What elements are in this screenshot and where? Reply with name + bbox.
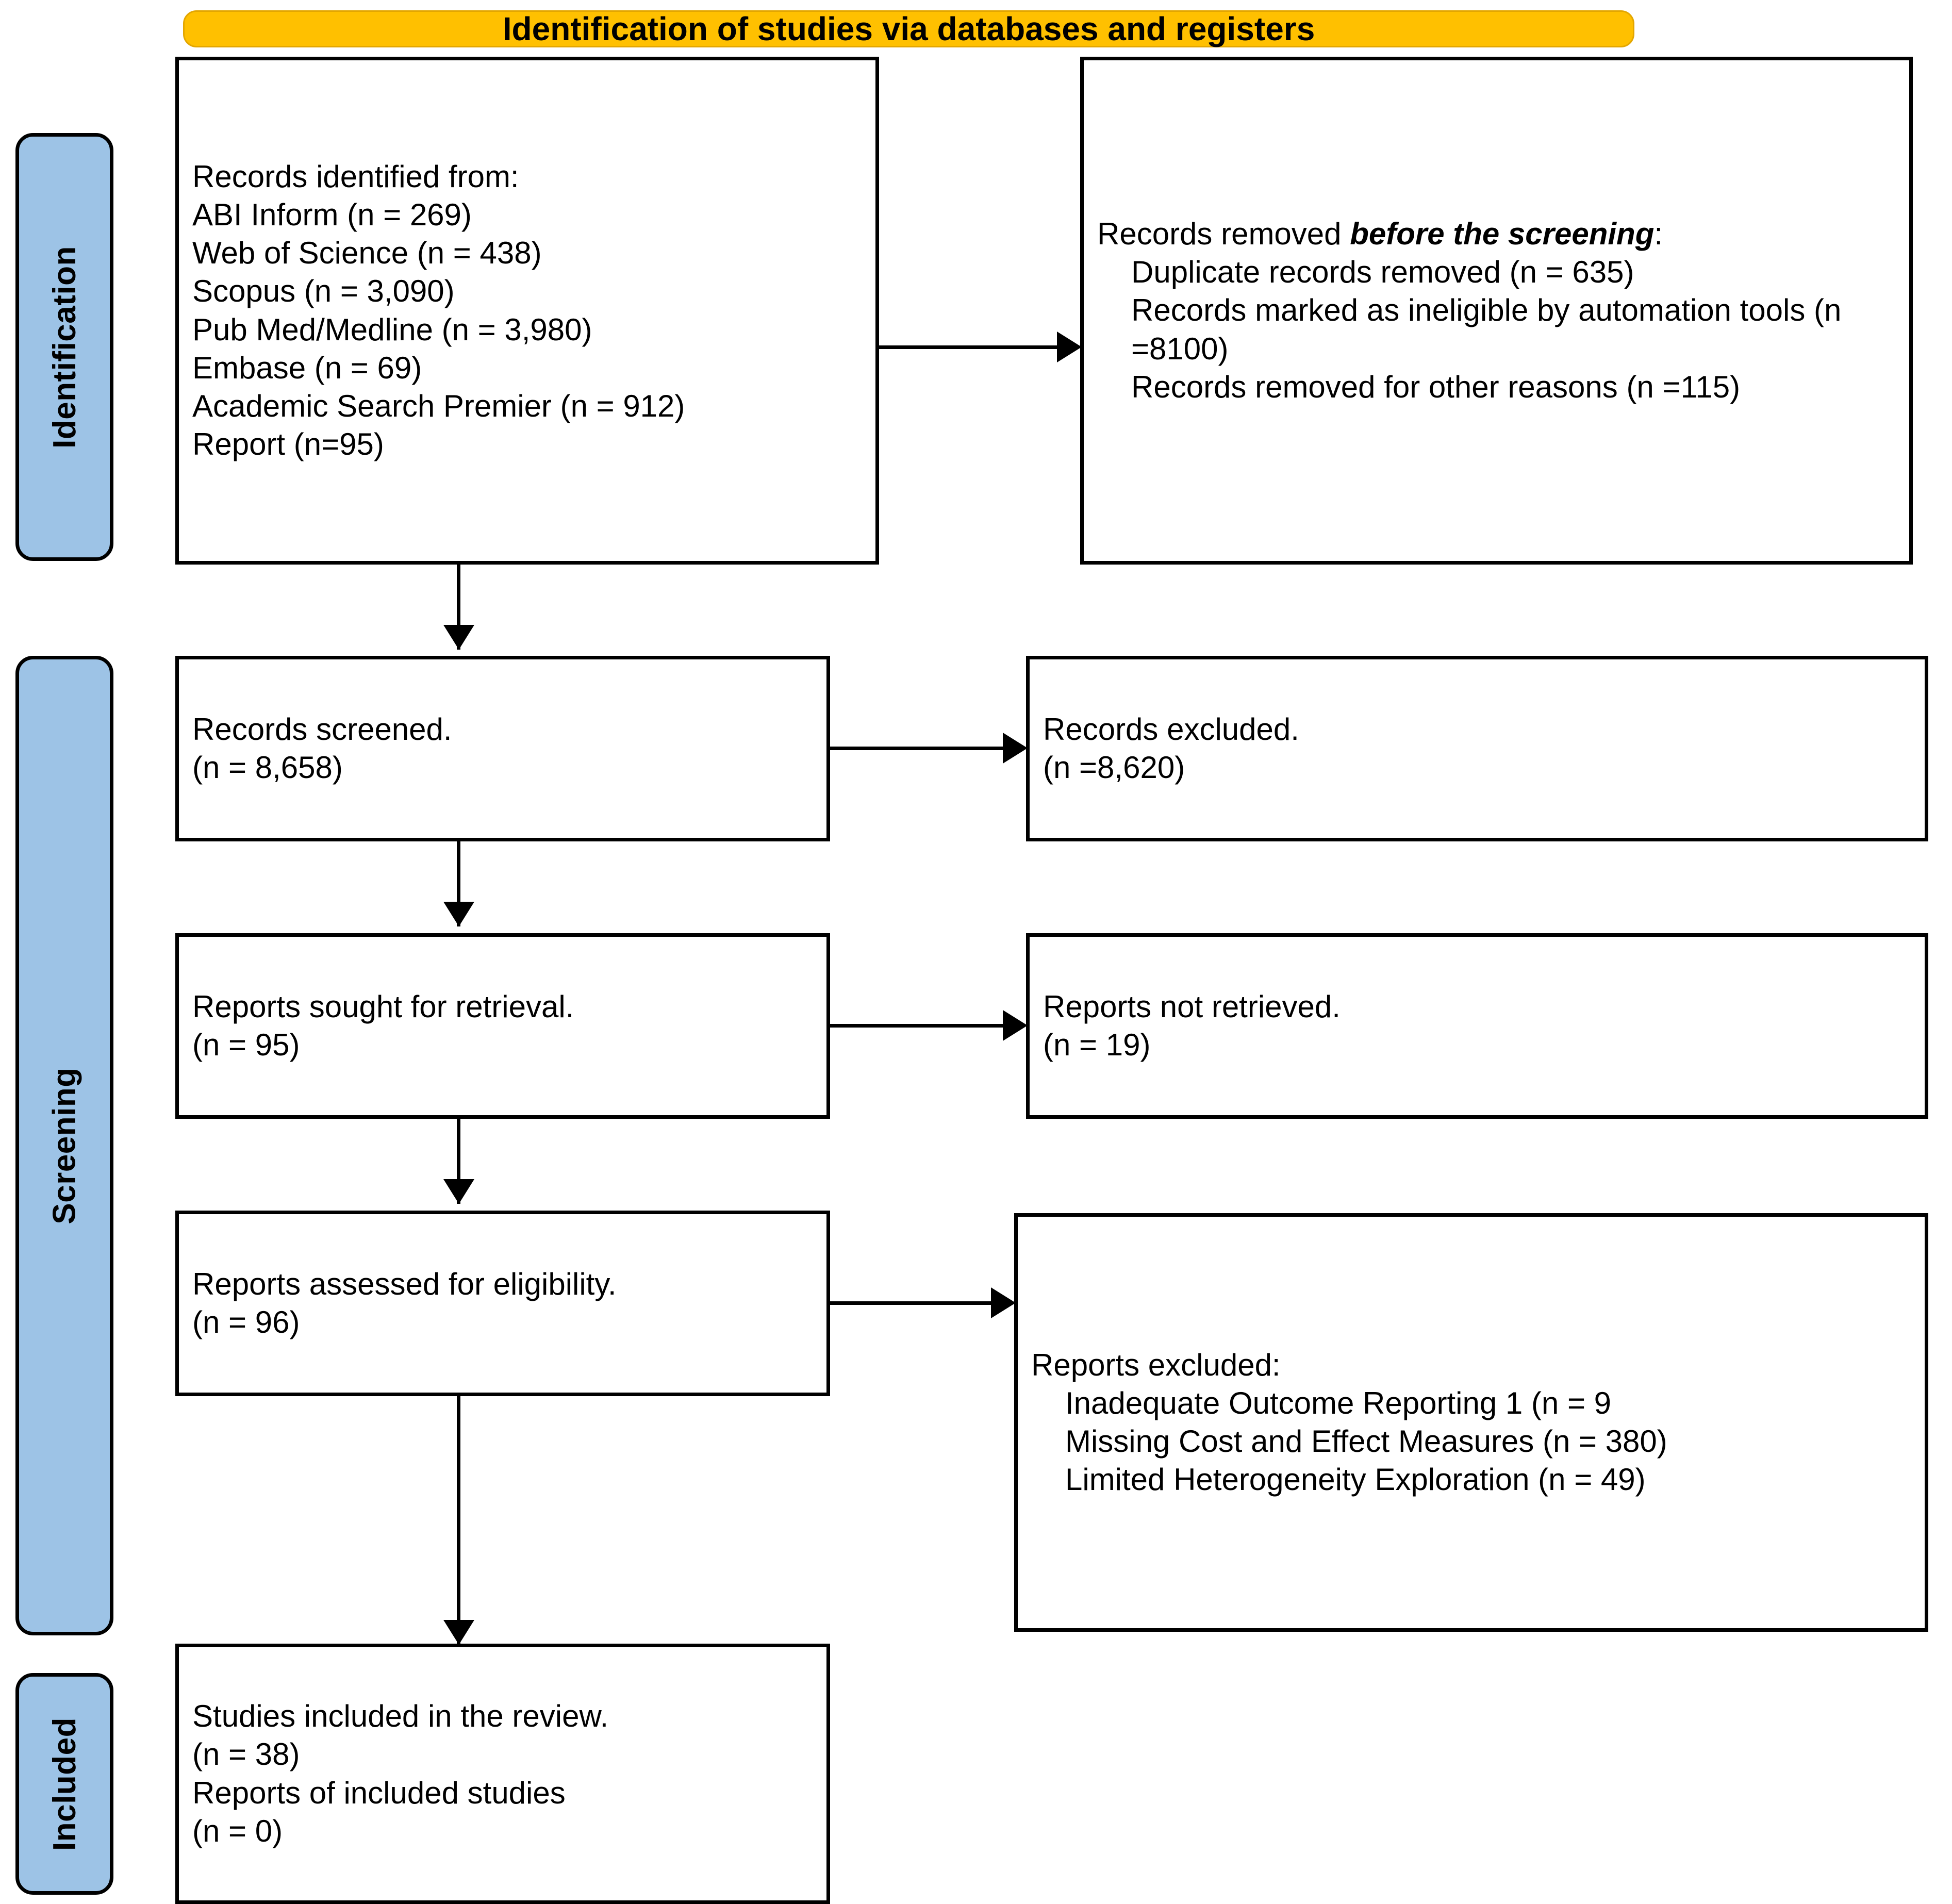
box-reports-assessed: Reports assessed for eligibility. (n = 9…: [175, 1211, 830, 1396]
records-excluded-line-0: Records excluded.: [1043, 711, 1299, 747]
box-studies-included-text: Studies included in the review. (n = 38)…: [179, 1697, 826, 1850]
records-identified-line-5: Embase (n = 69): [192, 350, 422, 385]
arrow-identified-to-screened: [443, 625, 474, 650]
arrow-screened-to-sought: [443, 902, 474, 926]
reports-sought-line-1: (n = 95): [192, 1028, 300, 1062]
box-studies-included: Studies included in the review. (n = 38)…: [175, 1644, 830, 1904]
box-reports-sought-text: Reports sought for retrieval. (n = 95): [179, 988, 826, 1064]
records-identified-line-1: ABI Inform (n = 269): [192, 197, 472, 233]
box-records-screened: Records screened. (n = 8,658): [175, 656, 830, 841]
connector-identified-to-screened: [457, 565, 460, 650]
connector-sought-to-not-retrieved: [830, 1024, 1003, 1028]
studies-included-line-0: Studies included in the review.: [192, 1699, 609, 1734]
phase-tab-screening: Screening: [15, 656, 113, 1635]
records-excluded-line-1: (n =8,620): [1043, 750, 1185, 785]
arrow-identified-to-removed: [1057, 332, 1082, 362]
arrow-sought-to-not-retrieved: [1003, 1010, 1028, 1041]
box-records-excluded: Records excluded. (n =8,620): [1026, 656, 1928, 841]
reports-assessed-line-0: Reports assessed for eligibility.: [192, 1266, 617, 1301]
box-records-identified-text: Records identified from: ABI Inform (n =…: [179, 158, 875, 463]
connector-screened-to-excluded: [830, 747, 1003, 750]
header-banner-title: Identification of studies via databases …: [502, 10, 1315, 47]
records-removed-item-1: Records marked as ineligible by automati…: [1131, 293, 1842, 366]
header-banner: Identification of studies via databases …: [183, 10, 1634, 47]
reports-assessed-line-1: (n = 96): [192, 1305, 300, 1339]
connector-assessed-to-included: [457, 1396, 460, 1644]
records-screened-line-0: Records screened.: [192, 711, 452, 747]
reports-excluded-item-0: Inadequate Outcome Reporting 1 (n = 9: [1065, 1385, 1612, 1420]
studies-included-line-1: (n = 38): [192, 1737, 300, 1772]
phase-tab-screening-label: Screening: [46, 1067, 82, 1224]
records-screened-line-1: (n = 8,658): [192, 750, 343, 785]
phase-tab-included-label: Included: [46, 1717, 82, 1851]
reports-excluded-item-1: Missing Cost and Effect Measures (n = 38…: [1065, 1424, 1667, 1459]
records-removed-item-0: Duplicate records removed (n = 635): [1131, 255, 1634, 290]
records-identified-line-6: Academic Search Premier (n = 912): [192, 388, 685, 423]
phase-tab-identification: Identification: [15, 133, 113, 561]
records-removed-title: Records removed before the screening:: [1097, 215, 1896, 253]
box-reports-sought: Reports sought for retrieval. (n = 95): [175, 933, 830, 1119]
records-identified-line-4: Pub Med/Medline (n = 3,980): [192, 312, 592, 347]
records-identified-line-7: Report (n=95): [192, 426, 384, 461]
arrow-sought-to-assessed: [443, 1179, 474, 1204]
arrow-screened-to-excluded: [1003, 733, 1028, 764]
reports-sought-line-0: Reports sought for retrieval.: [192, 989, 574, 1024]
phase-tab-included: Included: [15, 1673, 113, 1895]
connector-screened-to-sought: [457, 841, 460, 926]
box-records-screened-text: Records screened. (n = 8,658): [179, 710, 826, 787]
records-identified-line-2: Web of Science (n = 438): [192, 236, 542, 271]
records-removed-title-suffix: :: [1654, 217, 1663, 252]
reports-not-retrieved-line-1: (n = 19): [1043, 1028, 1151, 1062]
arrow-assessed-to-reports-excluded: [991, 1287, 1016, 1318]
records-identified-line-3: Scopus (n = 3,090): [192, 274, 455, 309]
box-reports-excluded-text: Reports excluded: Inadequate Outcome Rep…: [1018, 1346, 1925, 1499]
studies-included-line-2: Reports of included studies: [192, 1775, 566, 1810]
box-reports-excluded: Reports excluded: Inadequate Outcome Rep…: [1014, 1213, 1928, 1632]
box-records-removed: Records removed before the screening: Du…: [1080, 57, 1913, 565]
records-removed-title-emphasis: before the screening: [1350, 217, 1655, 252]
connector-sought-to-assessed: [457, 1119, 460, 1204]
records-identified-line-0: Records identified from:: [192, 159, 519, 194]
reports-excluded-title: Reports excluded:: [1031, 1347, 1281, 1382]
box-reports-not-retrieved-text: Reports not retrieved. (n = 19): [1030, 988, 1925, 1064]
connector-assessed-to-reports-excluded: [830, 1301, 991, 1305]
arrow-assessed-to-included: [443, 1620, 474, 1645]
studies-included-line-3: (n = 0): [192, 1813, 283, 1848]
reports-excluded-item-2: Limited Heterogeneity Exploration (n = 4…: [1065, 1462, 1646, 1497]
box-records-excluded-text: Records excluded. (n =8,620): [1030, 710, 1925, 787]
box-reports-not-retrieved: Reports not retrieved. (n = 19): [1026, 933, 1928, 1119]
records-removed-item-2: Records removed for other reasons (n =11…: [1131, 369, 1741, 404]
connector-identified-to-removed: [879, 345, 1057, 349]
records-removed-title-prefix: Records removed: [1097, 217, 1350, 252]
box-records-identified: Records identified from: ABI Inform (n =…: [175, 57, 879, 565]
box-records-removed-text: Records removed before the screening: Du…: [1084, 215, 1909, 406]
reports-not-retrieved-line-0: Reports not retrieved.: [1043, 989, 1341, 1024]
box-reports-assessed-text: Reports assessed for eligibility. (n = 9…: [179, 1265, 826, 1342]
phase-tab-identification-label: Identification: [46, 245, 82, 449]
